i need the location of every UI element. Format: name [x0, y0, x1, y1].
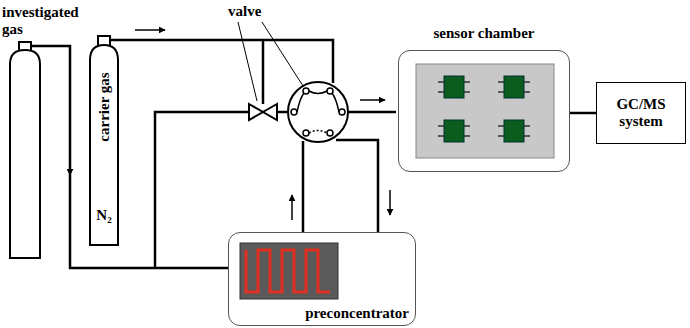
preconcentrator-box: preconcentrator — [228, 232, 416, 326]
six-port-valve — [288, 82, 348, 142]
heater-meander — [246, 250, 330, 292]
gas-pipe — [302, 141, 305, 232]
gas-pipe — [155, 112, 249, 268]
gas-pipe — [262, 40, 265, 104]
gas-cylinder: investigated gas — [2, 2, 88, 258]
three-way-valve — [249, 104, 277, 120]
flow-arrow — [291, 195, 293, 220]
valve-ports — [291, 88, 345, 136]
gas-pipe — [110, 40, 333, 83]
gas-pipe — [31, 46, 228, 268]
valve-channel — [309, 131, 327, 134]
flow-arrow — [360, 99, 385, 101]
cylinder-label: carrier gas — [96, 72, 113, 141]
sensor-chamber: sensor chamber — [398, 50, 570, 172]
gas-pipe — [336, 140, 378, 232]
callout-label: valve — [228, 3, 261, 20]
analyzer-box: GC/MS system — [596, 82, 686, 144]
gas-pipe — [277, 111, 288, 114]
gas-cylinder — [90, 45, 118, 245]
gas-formula: N₂ — [96, 207, 111, 224]
pipe-connector — [570, 112, 596, 115]
sensor-board — [416, 64, 554, 158]
leader-line — [238, 22, 303, 101]
preconcentrator-label: preconcentrator — [305, 305, 409, 322]
gas-cylinder — [10, 50, 40, 258]
heater-plate — [240, 243, 338, 299]
sensor-chips — [438, 76, 530, 142]
valve-channel — [297, 91, 339, 112]
gas-pipe — [348, 111, 396, 114]
chamber-label: sensor chamber — [399, 25, 569, 42]
cylinder-label: investigated gas — [2, 4, 102, 38]
flow-arrow — [135, 29, 165, 31]
flow-arrow — [69, 150, 71, 175]
gas-cylinder: carrier gasN₂ — [90, 45, 118, 245]
analyzer-label: GC/MS system — [606, 96, 676, 130]
flow-arrow — [389, 190, 391, 215]
